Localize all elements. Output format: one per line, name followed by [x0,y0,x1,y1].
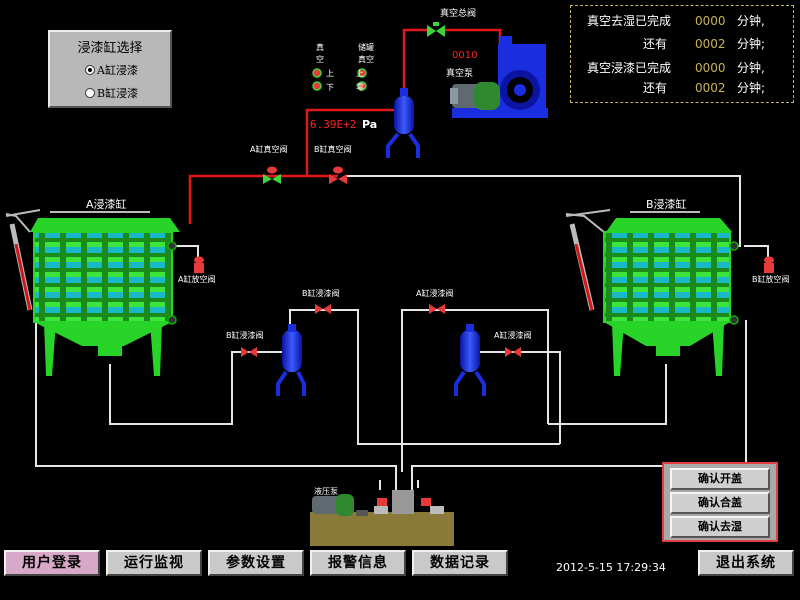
radio-tank-b[interactable]: B缸浸漆 [85,85,138,101]
tank-a [5,209,180,376]
datetime-display: 2012-5-15 17:29:34 [556,561,666,574]
tank-vacuum-up-label: 上 [356,69,364,78]
nav-alarms-button[interactable]: 报警信息 [310,550,406,576]
a-paint-valve-top-label: A缸浸漆阀 [416,289,454,298]
vac-dip-remain-label: 还有 [643,81,668,95]
hydraulic-valve-2[interactable] [418,498,434,508]
unit-remain-1: 分钟; [737,37,766,51]
vacuum-pump-unit [450,36,548,118]
hydraulic-pump-unit [310,490,454,546]
a-paint-valve-top[interactable] [428,302,446,316]
vacuum-down-label: 下 [326,83,334,92]
vac-dry-remain-label: 还有 [643,37,668,51]
vacuum-indicator-label-1: 真 [316,43,324,52]
tank-b-label: B浸漆缸 [646,198,687,211]
radio-tank-a-label: A缸浸漆 [97,64,138,77]
a-vent-valve[interactable] [190,256,208,274]
radio-tank-b-label: B缸浸漆 [97,87,139,100]
paint-vessel-a [454,324,486,396]
paint-vessel-b [276,324,306,396]
nav-params-button[interactable]: 参数设置 [208,550,304,576]
pressure-reading: 6.39E+2 [310,118,357,131]
radio-tank-a[interactable]: A缸浸漆 [85,62,138,78]
vacuum-lower-lamp [312,81,322,91]
tank-a-label: A浸漆缸 [86,198,127,211]
unit-done-2: 分钟, [737,61,765,75]
tank-b [565,209,739,376]
nav-user-login-button[interactable]: 用户登录 [4,550,100,576]
vacuum-main-valve[interactable] [426,22,446,40]
confirm-open-lid-button[interactable]: 确认开盖 [670,468,770,490]
vacuum-pump-label: 真空泵 [446,69,474,79]
a-paint-valve-side[interactable] [504,345,522,359]
vacuum-main-valve-label: 真空总阀 [440,9,477,19]
liquid-pipeline [35,175,769,490]
tank-vacuum-label-2: 真空 [358,55,374,64]
a-vacuum-valve[interactable] [262,166,282,186]
b-vent-valve[interactable] [760,256,778,274]
vacuum-level-indicators [312,68,367,91]
radio-unchecked-icon [85,88,95,98]
b-paint-valve-side-label: B缸浸漆阀 [226,331,264,340]
vacuum-upper-lamp [312,68,322,78]
unit-remain-2: 分钟; [737,81,766,95]
pressure-unit: Pa [362,118,378,131]
b-paint-valve-top[interactable] [314,302,332,316]
b-vacuum-valve[interactable] [328,166,348,186]
vacuum-up-label: 上 [326,69,334,78]
radio-checked-icon [85,65,95,75]
hydraulic-valve-1[interactable] [374,498,390,508]
vacuum-indicator-label-2: 空 [316,55,324,64]
vacuum-pump-counter: 0010 [452,50,478,61]
confirm-close-lid-button[interactable]: 确认合盖 [670,492,770,514]
b-paint-valve-top-label: B缸浸漆阀 [302,289,340,298]
vac-dip-remain: 0002 [695,81,726,95]
unit-done-1: 分钟, [737,14,765,28]
b-paint-valve-side[interactable] [240,345,258,359]
b-vacuum-valve-label: B缸真空阀 [314,145,352,154]
vac-dip-label: 真空浸漆已完成 [587,61,672,75]
nav-exit-button[interactable]: 退出系统 [698,550,794,576]
tank-vacuum-zero-lamp [357,81,367,91]
tank-selector-panel: 浸漆缸选择 A缸浸漆 B缸浸漆 [48,30,172,108]
a-vacuum-valve-label: A缸真空阀 [250,145,288,154]
tank-selector-title: 浸漆缸选择 [77,41,143,56]
vac-dip-done: 0000 [695,61,726,75]
progress-status-panel: 真空去湿已完成 0000 分钟, 还有 0002 分钟; 真空浸漆已完成 000… [570,5,794,103]
a-vent-valve-label: A缸放空阀 [178,275,216,284]
nav-records-button[interactable]: 数据记录 [412,550,508,576]
vac-dry-label: 真空去湿已完成 [587,14,672,28]
confirm-panel: 确认开盖 确认合盖 确认去湿 [662,462,778,542]
vacuum-buffer-tank [386,88,420,158]
b-vent-valve-label: B缸放空阀 [752,275,790,284]
tank-vacuum-label-1: 储罐 [358,43,374,52]
a-paint-valve-side-label: A缸浸漆阀 [494,331,532,340]
nav-run-monitor-button[interactable]: 运行监视 [106,550,202,576]
tank-vacuum-upper-lamp [357,68,367,78]
tank-vacuum-zero-label: 零 [356,83,364,92]
confirm-dehumidify-button[interactable]: 确认去湿 [670,516,770,538]
vac-dry-remain: 0002 [695,37,726,51]
hydraulic-pump-label: 液压泵 [314,487,338,496]
vac-dry-done: 0000 [695,14,726,28]
